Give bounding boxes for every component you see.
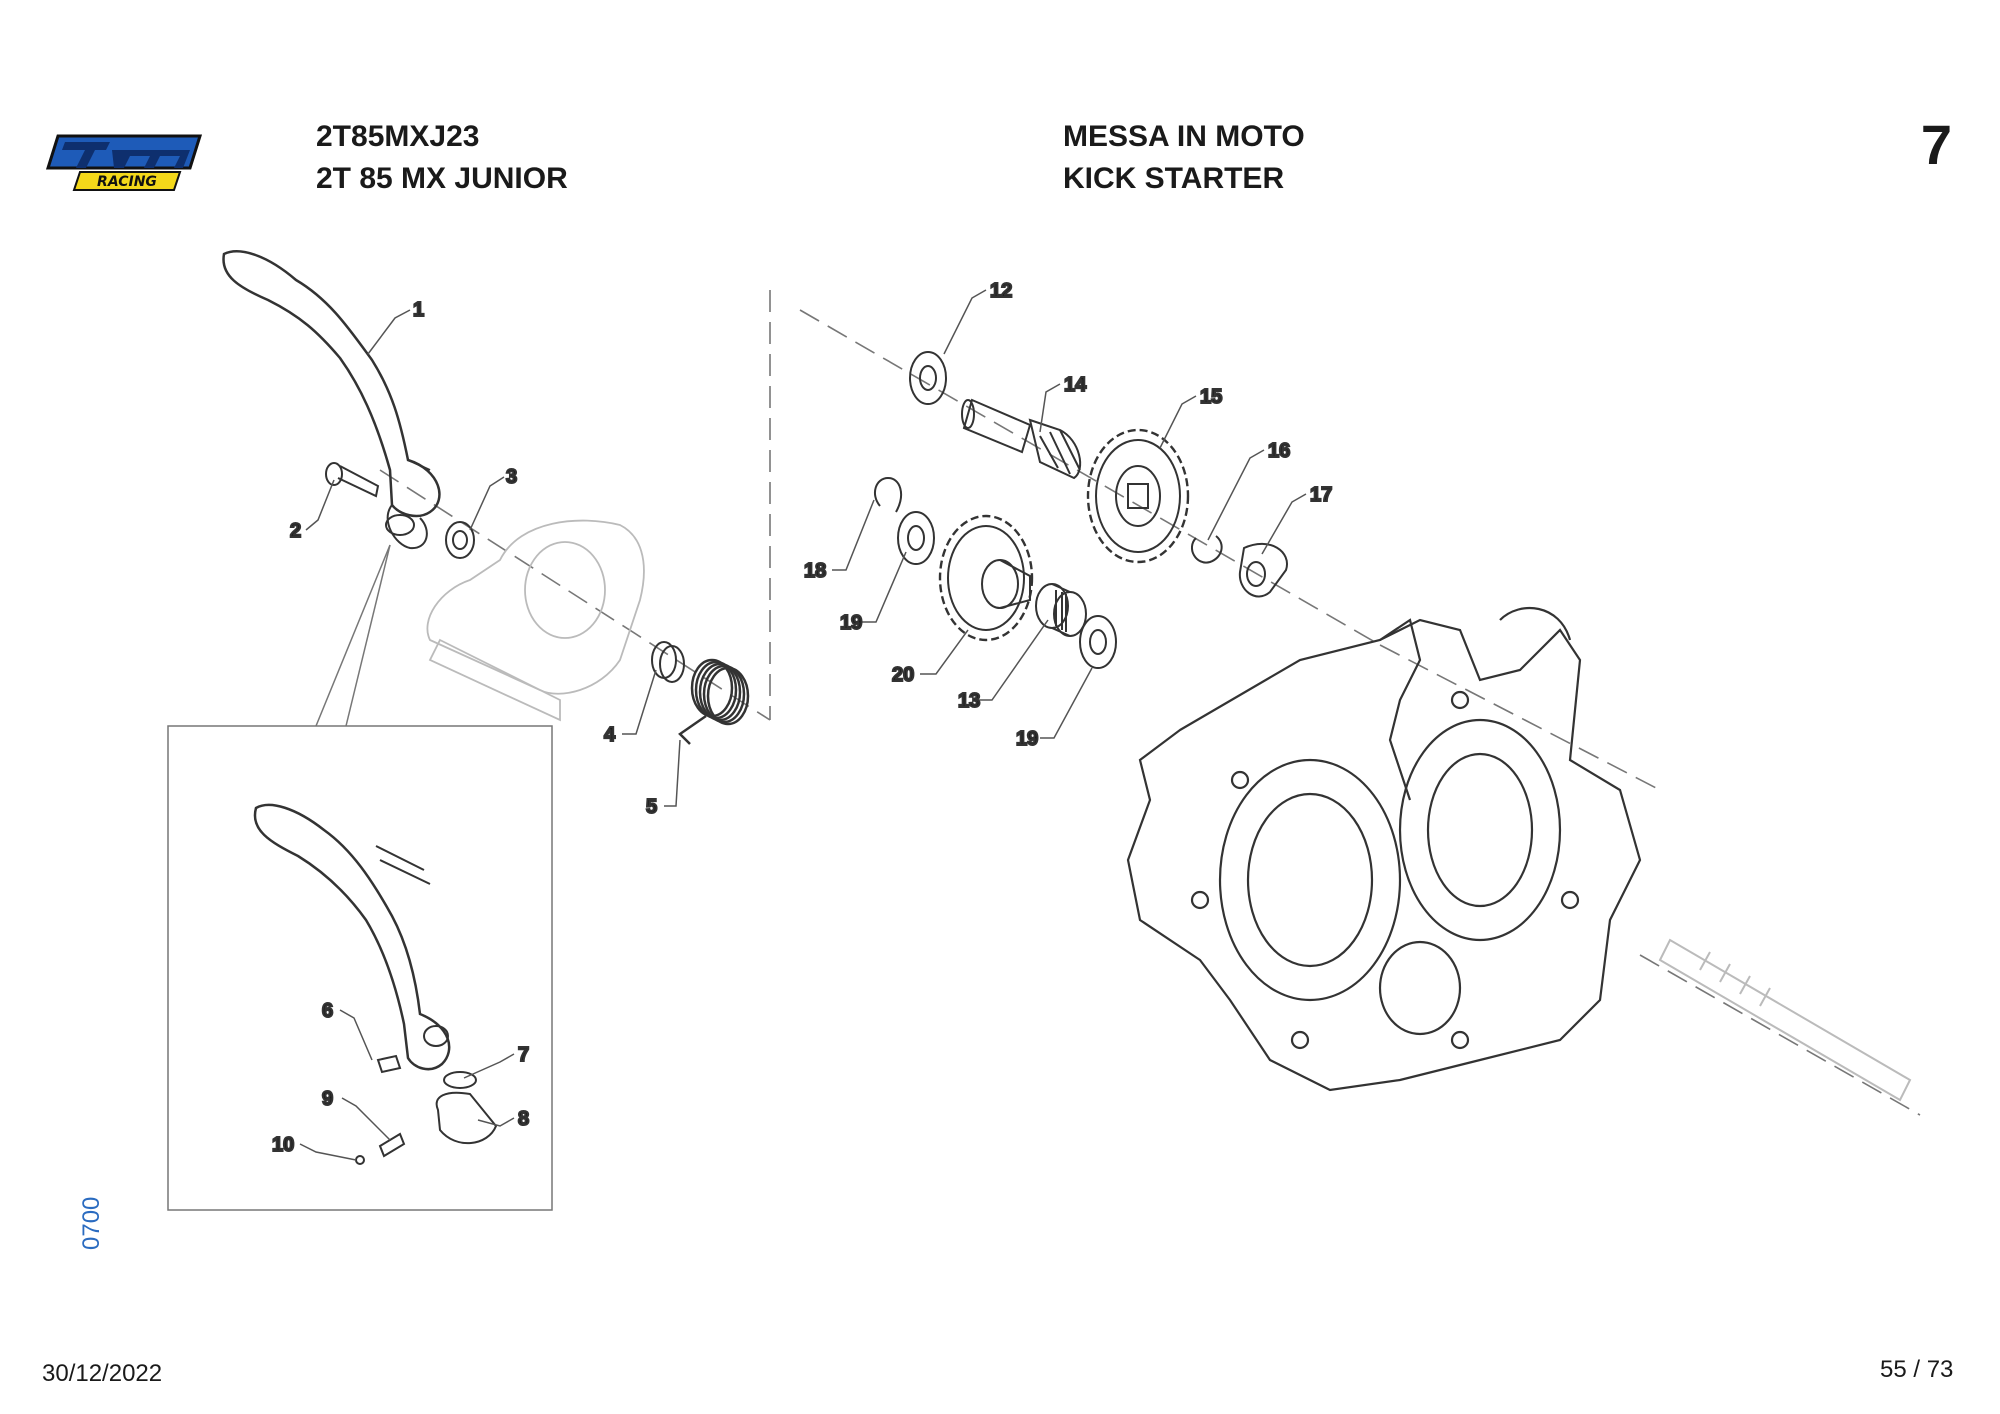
model-name: 2T 85 MX JUNIOR	[316, 162, 568, 195]
detail-inset	[167, 544, 553, 1211]
ratchet-plate-17	[1238, 542, 1288, 598]
callout-12: 12	[990, 280, 1012, 302]
callout-16: 16	[1268, 440, 1290, 462]
tm-racing-logo: RACING	[45, 134, 203, 191]
callout-13: 13	[958, 690, 980, 712]
seal-ring-3	[445, 521, 475, 559]
callout-numbers: 1 2 3 4 5 6 7 8 9 10 12 13 14 15 16 17 1…	[271, 279, 1333, 1157]
callout-17: 17	[1310, 484, 1332, 506]
callout-3: 3	[506, 466, 517, 488]
callout-19-upper: 19	[840, 612, 862, 634]
section-number: 7	[1920, 113, 1952, 176]
callout-5: 5	[646, 796, 657, 818]
footer-page-number: 55 / 73	[1880, 1356, 1954, 1383]
footer-date: 30/12/2022	[42, 1360, 163, 1387]
callout-10: 10	[272, 1134, 294, 1156]
side-cover-ghost	[426, 519, 645, 722]
crankcase-half	[1126, 606, 1642, 1092]
callout-2: 2	[290, 520, 301, 542]
callout-19-lower: 19	[1016, 728, 1038, 750]
bolt-2	[325, 462, 380, 498]
callout-14: 14	[1064, 374, 1087, 396]
svg-text:RACING: RACING	[97, 174, 157, 190]
callout-7: 7	[518, 1044, 529, 1066]
kick-lever	[222, 250, 441, 550]
output-shaft-ghost	[1658, 938, 1912, 1102]
callout-leader-lines	[299, 289, 1307, 1161]
needle-bearing-13	[1035, 583, 1087, 637]
callout-1: 1	[413, 299, 424, 321]
callout-8: 8	[518, 1108, 529, 1130]
callout-9: 9	[322, 1088, 333, 1110]
side-reference-code: 0700	[78, 1196, 105, 1250]
callout-20: 20	[892, 664, 914, 686]
callout-6: 6	[322, 1000, 333, 1022]
washer-12	[909, 351, 947, 405]
model-code: 2T85MXJ23	[316, 120, 480, 153]
bush-4	[651, 641, 685, 683]
callout-4: 4	[604, 724, 616, 746]
washer-19-upper	[897, 511, 935, 565]
circlip-16	[1191, 535, 1223, 564]
kick-shaft-14	[961, 398, 1082, 480]
callout-15: 15	[1200, 386, 1222, 408]
kick-gear-15	[1086, 428, 1190, 564]
circlip-18	[873, 476, 903, 513]
callout-18: 18	[804, 560, 826, 582]
kick-spring-5	[678, 658, 750, 745]
idler-gear-20	[938, 514, 1034, 642]
section-title-italian: MESSA IN MOTO	[1063, 120, 1305, 153]
washer-19-lower	[1079, 615, 1117, 669]
section-title-english: KICK STARTER	[1063, 162, 1285, 195]
assembly-axis-lines	[379, 290, 1921, 1116]
